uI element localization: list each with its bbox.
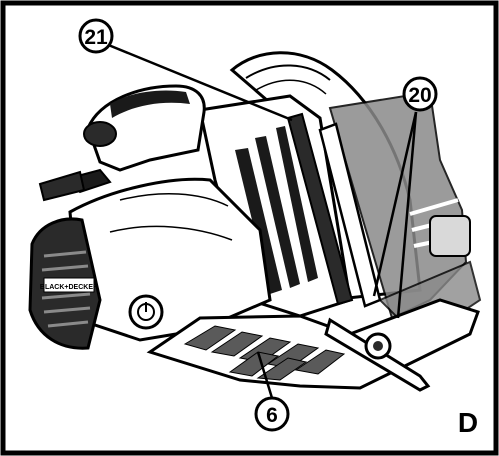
guard-knob bbox=[429, 215, 471, 257]
svg-text:6: 6 bbox=[266, 404, 278, 427]
svg-text:20: 20 bbox=[408, 84, 431, 107]
motor-vents bbox=[41, 250, 91, 328]
svg-text:21: 21 bbox=[84, 26, 108, 49]
leader-lines bbox=[105, 42, 418, 399]
cover-ribs bbox=[235, 126, 318, 294]
base-plate-grid bbox=[183, 325, 346, 381]
motor-housing bbox=[68, 177, 272, 342]
handle-end-cap bbox=[83, 121, 117, 147]
depth-adjust-rod bbox=[286, 112, 354, 306]
blade-shaded-area bbox=[328, 90, 468, 320]
panel-letter: D bbox=[458, 407, 478, 438]
callout-6: 6 bbox=[254, 396, 290, 432]
callout-21: 21 bbox=[78, 18, 114, 54]
callout-20: 20 bbox=[402, 76, 438, 112]
lock-off-button bbox=[38, 170, 86, 202]
brand-logo: BLACK+DECKER bbox=[40, 284, 98, 291]
